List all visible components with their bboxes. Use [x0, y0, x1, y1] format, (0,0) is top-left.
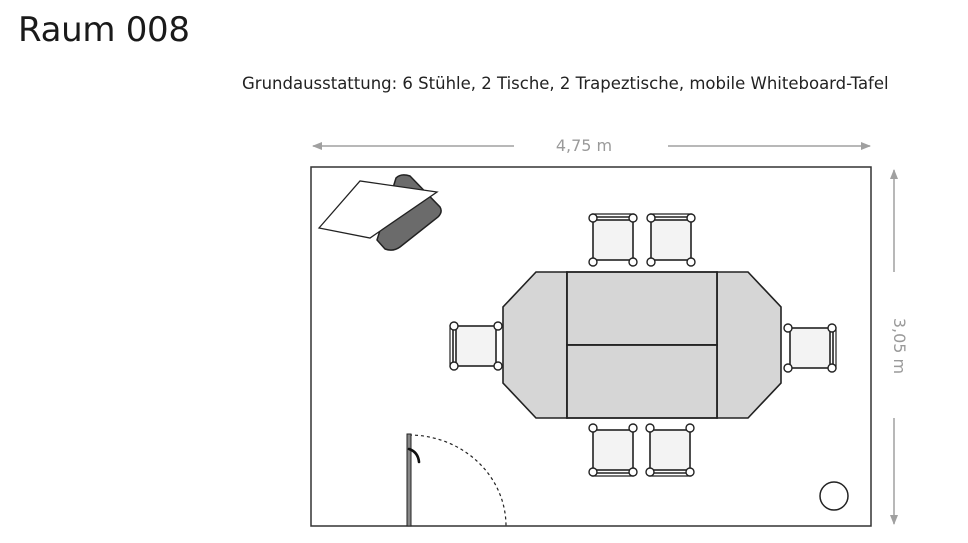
chair-left-end [449, 321, 503, 371]
room-title: Raum 008 [18, 10, 190, 50]
table-bottom [566, 344, 718, 419]
door [406, 433, 507, 527]
chair-bottom-right [645, 423, 695, 477]
mobile-whiteboard [317, 174, 442, 251]
depth-dimension: 3,05 m [890, 169, 909, 525]
table-top [566, 271, 718, 346]
chair-top-right [646, 213, 696, 267]
depth-label: 3,05 m [890, 318, 909, 374]
chair-bottom-left [588, 423, 638, 477]
chair-right-end [783, 323, 837, 373]
width-dimension: 4,75 m [312, 136, 871, 155]
equipment-description: Grundausstattung: 6 Stühle, 2 Tische, 2 … [242, 74, 889, 93]
width-label: 4,75 m [556, 136, 612, 155]
round-object [819, 481, 849, 511]
chair-top-left [588, 213, 638, 267]
